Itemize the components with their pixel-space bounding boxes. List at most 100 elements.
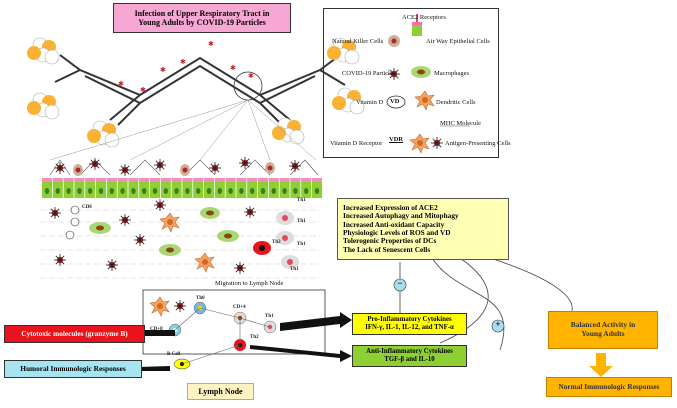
ace2-receptor	[301, 178, 312, 182]
epithelial-nucleus	[282, 188, 287, 194]
epithelial-nucleus	[314, 188, 320, 194]
balanced-line-2: Young Adults	[581, 329, 625, 338]
epithelial-nucleus	[44, 188, 50, 194]
epithelial-cell	[247, 178, 258, 198]
epithelial-nucleus	[304, 188, 309, 194]
cytotoxic-box: Cytotoxic molecules (granzyme B)	[4, 325, 145, 343]
minus-sign: −	[397, 278, 403, 288]
factor-3: Increased Anti-oxidant Capacity	[343, 219, 445, 229]
factor-4: Physiologic Levels of ROS and VD	[343, 228, 451, 237]
epithelial-nucleus	[66, 188, 71, 194]
ace2-receptor	[225, 178, 236, 182]
legend-vd-badge: VD	[390, 98, 400, 105]
ace2-receptor	[52, 178, 63, 182]
epithelial-nucleus	[98, 188, 104, 194]
epithelial-nucleus	[55, 188, 60, 194]
ace2-receptor	[247, 178, 258, 182]
label-cd8-lymph: CD+8	[150, 327, 163, 332]
epithelial-nucleus	[120, 188, 125, 194]
label-th0: Th0	[196, 296, 205, 301]
epithelial-nucleus	[131, 188, 136, 194]
label-th1-a: Th1	[297, 198, 306, 203]
ace2-receptor	[258, 178, 268, 182]
cytotoxic-text: Cytotoxic molecules (granzyme B)	[21, 328, 128, 338]
lymph-node-label: Lymph Node	[187, 383, 254, 400]
lymph-node-label-text: Lymph Node	[198, 386, 243, 396]
plus-sign: +	[495, 319, 501, 329]
pro-line-2: IFN-γ, IL-1, IL-12, and TNF-α	[365, 324, 454, 331]
alveolus-cluster	[26, 37, 60, 65]
ace2-receptor	[160, 178, 171, 182]
ace2-receptor	[106, 178, 117, 182]
balanced-line-1: Balanced Activity in	[570, 320, 636, 330]
lymph-node-box	[142, 289, 326, 355]
title-box: Infection of Upper Respiratory Tract in …	[113, 3, 291, 33]
ace2-receptor	[139, 178, 150, 182]
ace2-receptor	[193, 178, 204, 182]
migration-label: Migration to Lymph Node	[215, 280, 284, 287]
factor-5: Tolerogenic Properties of DCs	[343, 236, 437, 246]
connectors	[399, 257, 573, 351]
svg-text:✱: ✱	[140, 86, 146, 94]
pro-inflammatory-box: Pro-Inflammatory Cytokines IFN-γ, IL-1, …	[352, 313, 467, 335]
free-viruses	[53, 156, 302, 177]
svg-text:✱: ✱	[230, 64, 236, 72]
epithelial-nucleus	[196, 188, 201, 194]
label-th1-c: Th1	[297, 242, 306, 247]
anti-inflammatory-box: Anti-Inflammatory Cytokines TGF-β and IL…	[352, 345, 467, 367]
title-line-1: Infection of Upper Respiratory Tract in	[134, 8, 270, 18]
pro-line-1: Pro-Inflammatory Cytokines	[367, 316, 452, 324]
ace2-receptor	[128, 178, 139, 182]
epithelial-nucleus	[88, 188, 93, 194]
legend-covid: COVID-19 Particle	[342, 70, 393, 77]
epithelial-nucleus	[142, 188, 147, 194]
alveolus-cluster	[86, 120, 120, 148]
ace2-receptor	[290, 178, 301, 182]
ace2-receptor	[150, 178, 160, 182]
legend-macrophages: Macrophages	[434, 70, 470, 77]
label-th1-d: Th1	[290, 267, 299, 272]
ace2-receptor	[96, 178, 106, 182]
epithelial-nucleus	[152, 188, 158, 194]
legend-vdr-label: Vitamin D Receptor	[330, 140, 383, 147]
label-th2: Th2	[272, 240, 281, 245]
title-line-2: Young Adults by COVID-19 Particles	[138, 18, 266, 27]
ace2-receptor	[268, 178, 279, 182]
legend-icons	[386, 14, 470, 154]
zoom-lines	[49, 99, 317, 161]
ace2-receptor	[42, 178, 52, 182]
legend-apc: Antigen-Presenting Cells	[445, 140, 511, 147]
epithelial-nucleus	[206, 188, 212, 194]
label-th1-lymph: Th1	[265, 314, 274, 319]
ace2-receptor	[312, 178, 322, 182]
epithelial-nucleus	[217, 188, 222, 194]
nk-cells-top	[73, 162, 275, 176]
alveolus-cluster	[26, 92, 60, 120]
epithelial-nucleus	[239, 188, 244, 194]
legend-vdr-badge: VDR	[389, 136, 404, 143]
svg-text:✱: ✱	[208, 40, 214, 48]
epithelial-nucleus	[271, 188, 276, 194]
svg-text:✱: ✱	[248, 72, 254, 80]
minus-circle	[393, 278, 407, 292]
label-cd8: CD8	[82, 205, 92, 210]
epithelial-nucleus	[163, 188, 168, 194]
humoral-text: Humoral Immunologic Responses	[20, 363, 126, 373]
ace2-receptor	[182, 178, 193, 182]
epithelial-nucleus	[109, 188, 115, 194]
ace2-receptor	[85, 178, 96, 182]
epithelial-nucleus	[228, 188, 233, 194]
legend-airway: Air Way Epithelial Cells	[426, 38, 490, 45]
ace2-receptor	[279, 178, 290, 182]
legend-ace2: ACE2 Receptors	[402, 14, 446, 21]
factor-2: Increased Autophagy and Mitophagy	[343, 211, 459, 221]
ace2-receptor	[63, 178, 74, 182]
epithelium	[42, 178, 322, 198]
label-bcell: B Cell	[167, 352, 181, 357]
tissue-cells	[48, 198, 299, 275]
svg-text:✱: ✱	[160, 66, 166, 74]
legend-dendritic: Dendritic Cells	[436, 99, 476, 106]
legend-mhc: MHC Molecule	[440, 120, 481, 127]
factors-box: Increased Expression of ACE2 Increased A…	[337, 198, 509, 260]
